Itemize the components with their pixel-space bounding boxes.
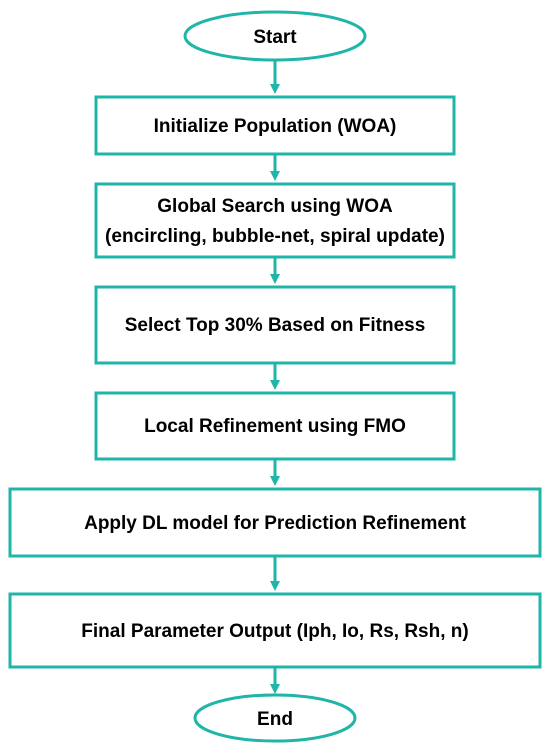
step-box xyxy=(94,285,456,365)
step-label: Initialize Population (WOA) xyxy=(154,116,397,137)
end-terminal: End xyxy=(193,693,357,743)
step-label: Select Top 30% Based on Fitness xyxy=(125,315,426,336)
step-box xyxy=(94,182,456,259)
step-local-refinement: Local Refinement using FMO xyxy=(94,391,456,461)
step-label: Final Parameter Output (Iph, Io, Rs, Rsh… xyxy=(81,621,468,642)
step-label-line-1: Global Search using WOA xyxy=(157,196,393,217)
end-label: End xyxy=(257,709,293,730)
step-global-search: Global Search using WOA (encircling, bub… xyxy=(94,182,456,259)
step-box xyxy=(94,95,456,156)
step-label-line-2: (encircling, bubble-net, spiral update) xyxy=(105,226,445,247)
step-label: Local Refinement using FMO xyxy=(144,416,406,437)
step-box xyxy=(8,592,542,669)
step-label: Apply DL model for Prediction Refinement xyxy=(84,513,466,534)
start-label: Start xyxy=(253,27,297,48)
step-box xyxy=(8,487,542,558)
end-ellipse xyxy=(193,693,357,743)
step-box xyxy=(94,391,456,461)
step-initialize-population: Initialize Population (WOA) xyxy=(94,95,456,156)
step-select-top: Select Top 30% Based on Fitness xyxy=(94,285,456,365)
start-terminal: Start xyxy=(183,10,367,62)
step-apply-dl-model: Apply DL model for Prediction Refinement xyxy=(8,487,542,558)
step-final-parameter-output: Final Parameter Output (Iph, Io, Rs, Rsh… xyxy=(8,592,542,669)
